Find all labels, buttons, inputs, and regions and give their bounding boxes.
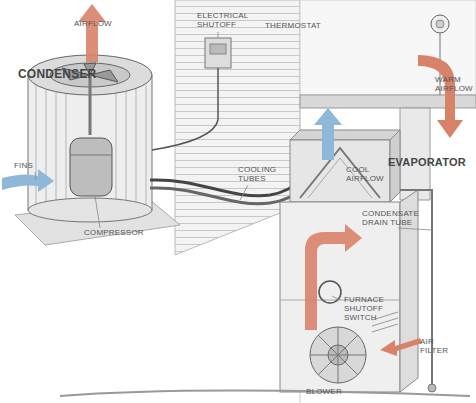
fin <box>36 85 37 205</box>
part-label: CONDENSER <box>18 68 118 81</box>
airflow-arrow <box>78 4 106 62</box>
part-label: THERMOSTAT <box>265 22 335 31</box>
leader-line <box>398 228 432 230</box>
evaporator-case <box>290 140 390 202</box>
part-label: COMPRESSOR <box>84 229 164 238</box>
leader-line <box>35 172 36 180</box>
cool-airflow-arrow <box>314 108 342 160</box>
furnace-shutoff-switch <box>319 281 341 303</box>
shutoff-handle <box>210 44 226 54</box>
part-label: FINS <box>14 162 54 171</box>
fin <box>46 85 47 208</box>
warm-airflow-arrow <box>418 55 463 138</box>
cooling-tube <box>150 183 314 204</box>
fin <box>126 85 127 210</box>
evaporator-top <box>290 130 400 140</box>
condenser-body <box>28 75 152 210</box>
intake-arrow <box>2 169 54 192</box>
blower-vanes <box>310 327 366 383</box>
compressor <box>70 138 112 196</box>
part-label: AIRFLOW <box>74 20 134 29</box>
leader-line <box>95 196 100 228</box>
condenser-base <box>28 198 152 222</box>
return-air-arrow <box>380 338 422 356</box>
leader-line <box>218 32 219 38</box>
vane <box>318 335 358 375</box>
compressor-band <box>70 155 112 156</box>
fin <box>66 85 67 212</box>
fin <box>56 85 57 210</box>
part-label: FURNACE SHUTOFF SWITCH <box>344 296 414 322</box>
fan-shaft <box>89 75 92 135</box>
part-label: ELECTRICAL SHUTOFF <box>197 12 259 30</box>
vane <box>318 335 358 375</box>
floor-line <box>60 391 470 397</box>
thermostat <box>431 15 449 33</box>
electrical-shutoff-box <box>205 38 231 68</box>
leader-line <box>240 185 248 200</box>
leader-line <box>332 296 340 300</box>
drain-outlet <box>428 384 436 392</box>
cooling-tube <box>150 175 310 196</box>
blower <box>310 327 366 383</box>
part-label: AIR FILTER <box>420 338 460 356</box>
part-label: WARM AIRFLOW <box>435 76 476 94</box>
part-label: COOLING TUBES <box>238 166 293 184</box>
part-label: BLOWER <box>306 388 366 397</box>
filter-line <box>372 324 398 332</box>
part-label: EVAPORATOR <box>388 156 476 168</box>
fin <box>146 85 147 205</box>
power-wire <box>152 68 218 150</box>
thermostat-dial <box>436 20 444 28</box>
part-label: CONDENSATE DRAIN TUBE <box>362 210 442 228</box>
part-label: COOL AIRFLOW <box>346 166 386 184</box>
fin <box>116 85 117 212</box>
return-duct <box>400 108 430 200</box>
fin <box>136 85 137 208</box>
